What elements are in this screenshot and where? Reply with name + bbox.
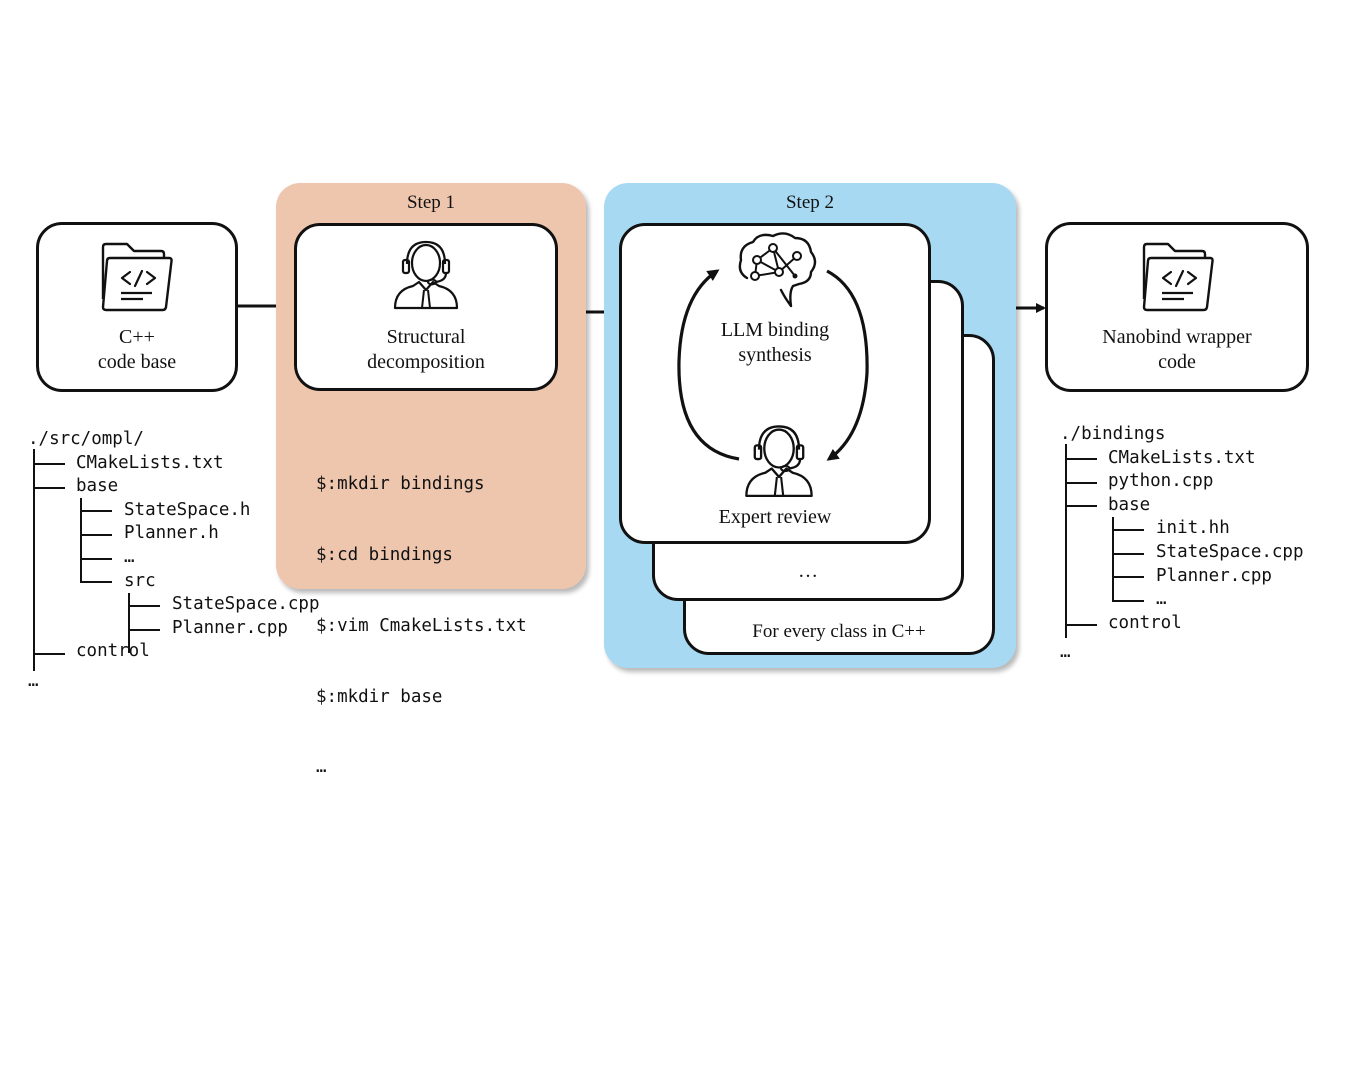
feedback-loop-arrows — [677, 269, 869, 461]
expert-review-icon — [745, 425, 813, 498]
input-label-line1: C++ — [119, 326, 155, 348]
tree-item: StateSpace.h — [124, 499, 251, 520]
tree-item: CMakeLists.txt — [76, 452, 224, 473]
tree-item: init.hh — [1156, 518, 1230, 539]
command-line: … — [316, 757, 327, 778]
tree-branch — [1112, 529, 1144, 531]
tree-root: ./src/ompl/ — [28, 429, 144, 449]
tree-item: python.cpp — [1108, 471, 1214, 492]
binding-synthesis-card: LLM binding synthesis Expert review — [619, 223, 931, 544]
tree-branch — [33, 487, 65, 489]
tree-item: StateSpace.cpp — [172, 594, 320, 615]
step1-panel: Step 1 Structural decomposition $:mkdir … — [276, 183, 586, 777]
tree-item: control — [1108, 612, 1182, 633]
command-line: $:mkdir bindings — [316, 474, 485, 495]
tree-trailing-ellipsis: … — [1060, 642, 1071, 662]
tree-branch — [80, 498, 82, 582]
ai-brain-network-icon — [738, 232, 817, 308]
tree-item: StateSpace.cpp — [1156, 542, 1304, 562]
tree-item: base — [1108, 494, 1151, 515]
tree-item: control — [76, 641, 150, 662]
tree-root: ./bindings — [1060, 424, 1166, 444]
tree-branch — [33, 463, 65, 465]
tree-branch — [128, 629, 160, 631]
tree-branch — [1112, 600, 1144, 602]
arrow-review-to-synthesis — [677, 269, 740, 461]
tree-branch — [128, 593, 130, 653]
tree-item: Planner.cpp — [1156, 565, 1272, 586]
expert-review-label: Expert review — [718, 506, 832, 528]
tree-item: CMakeLists.txt — [1108, 447, 1256, 468]
tree-branch — [128, 605, 160, 607]
command-line: $:vim CmakeLists.txt — [316, 615, 527, 636]
tree-branch — [80, 534, 112, 536]
input-codebase-box: C++ code base — [36, 222, 238, 392]
tree-branch — [1065, 482, 1097, 484]
synthesis-label-line1: LLM binding — [720, 319, 830, 341]
tree-branch — [33, 449, 35, 671]
tree-branch — [1112, 576, 1144, 578]
tree-trailing-ellipsis: … — [28, 671, 39, 691]
tree-branch — [1065, 444, 1067, 638]
output-wrapper-box: Nanobind wrapper code — [1045, 222, 1309, 392]
step1-title: Step 1 — [406, 192, 456, 213]
synthesis-label-line2: synthesis — [738, 344, 812, 366]
ellipsis-label: … — [798, 560, 818, 582]
step1-card-line2: decomposition — [367, 351, 485, 373]
tree-branch — [1065, 624, 1097, 626]
input-label-line2: code base — [97, 351, 177, 373]
tree-branch — [80, 558, 112, 560]
source-file-tree: ./src/ompl/ CMakeLists.txt base StateSpa… — [28, 428, 358, 698]
tree-branch — [80, 510, 112, 512]
code-folder-icon — [1142, 242, 1214, 312]
tree-branch — [1065, 458, 1097, 460]
tree-item: Planner.h — [124, 523, 219, 544]
for-every-class-label: For every class in C++ — [752, 621, 926, 642]
step2-panel: Step 2 For every class in C++ … LLM bind… — [604, 183, 1016, 668]
step1-commands: $:mkdir bindings $:cd bindings $:vim Cma… — [316, 426, 527, 827]
output-label-line2: code — [1158, 351, 1196, 373]
tree-branch — [1112, 517, 1114, 601]
tree-branch — [33, 653, 65, 655]
tree-item: … — [1156, 589, 1167, 610]
bindings-file-tree: ./bindings CMakeLists.txt python.cpp bas… — [1060, 423, 1350, 673]
tree-item: base — [76, 476, 119, 497]
tree-branch — [1065, 505, 1097, 507]
tree-branch — [1112, 553, 1144, 555]
code-folder-icon — [101, 242, 173, 312]
step2-title: Step 2 — [785, 192, 835, 213]
support-agent-icon — [393, 240, 459, 310]
tree-item: src — [124, 570, 156, 591]
tree-item: … — [124, 547, 135, 567]
structural-decomposition-card: Structural decomposition — [294, 223, 558, 391]
arrow-synthesis-to-review — [826, 269, 869, 461]
output-label-line1: Nanobind wrapper — [1102, 326, 1252, 348]
command-line: $:cd bindings — [316, 544, 453, 565]
tree-item: Planner.cpp — [172, 617, 288, 638]
step1-card-line1: Structural — [386, 326, 466, 348]
tree-branch — [80, 581, 112, 583]
command-line: $:mkdir base — [316, 686, 443, 707]
